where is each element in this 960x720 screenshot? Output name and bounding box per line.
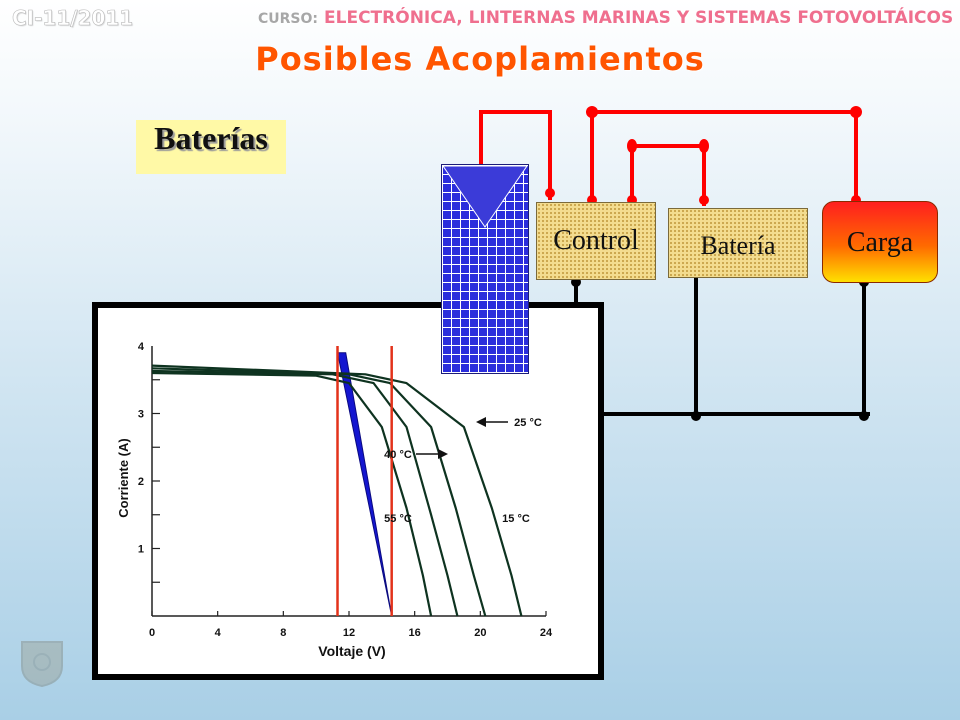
iv-curve-0 xyxy=(151,371,433,617)
y-axis-label: Corriente (A) xyxy=(116,438,131,517)
battery-box: Batería xyxy=(668,208,808,278)
course-header: CURSO: ELECTRÓNICA, LINTERNAS MARINAS Y S… xyxy=(258,8,958,28)
temperature-annotations: 25 °C 40 °C 55 °C 15 °C xyxy=(384,417,542,525)
y-tick-label: 2 xyxy=(138,476,144,488)
control-to-load-wire xyxy=(590,110,858,200)
positive-wires xyxy=(479,110,858,206)
x-tick-label: 8 xyxy=(280,627,286,639)
y-tick-label: 1 xyxy=(138,544,144,556)
iv-curves xyxy=(151,364,523,617)
x-tick-label: 20 xyxy=(474,627,486,639)
annotation-arrowhead-40 xyxy=(438,449,448,459)
course-code: CI-11/2011 xyxy=(12,6,134,31)
battery-band-shape xyxy=(336,352,393,617)
panel-triangle-icon xyxy=(442,165,528,228)
load-box: Carga xyxy=(822,201,938,283)
x-tick-label: 0 xyxy=(149,627,155,639)
x-tick-label: 24 xyxy=(540,627,553,639)
control-to-battery-wire xyxy=(630,144,706,206)
slide-title: Posibles Acoplamientos xyxy=(255,40,705,78)
annotation-arrowhead-25 xyxy=(476,417,486,427)
temperature-label: 55 °C xyxy=(384,513,412,525)
voltage-markers xyxy=(336,346,393,616)
solar-panel xyxy=(441,164,529,374)
x-axis-label: Voltaje (V) xyxy=(318,643,385,659)
panel-to-control-wire xyxy=(479,110,552,200)
y-tick-label: 4 xyxy=(138,341,145,353)
x-tick-label: 4 xyxy=(215,627,222,639)
control-box: Control xyxy=(536,202,656,280)
course-label: CURSO: xyxy=(258,11,319,27)
temperature-label: 15 °C xyxy=(502,513,530,525)
university-seal-icon xyxy=(21,641,63,688)
x-tick-label: 16 xyxy=(409,627,421,639)
course-title: ELECTRÓNICA, LINTERNAS MARINAS Y SISTEMA… xyxy=(324,8,954,28)
temperature-label: 25 °C xyxy=(514,417,542,429)
iv-curve-3 xyxy=(151,364,523,617)
temperature-label: 40 °C xyxy=(384,449,412,461)
x-tick-label: 12 xyxy=(343,627,355,639)
battery-band xyxy=(336,352,393,617)
y-tick-label: 3 xyxy=(138,409,144,421)
batteries-badge: Baterías xyxy=(136,120,286,174)
